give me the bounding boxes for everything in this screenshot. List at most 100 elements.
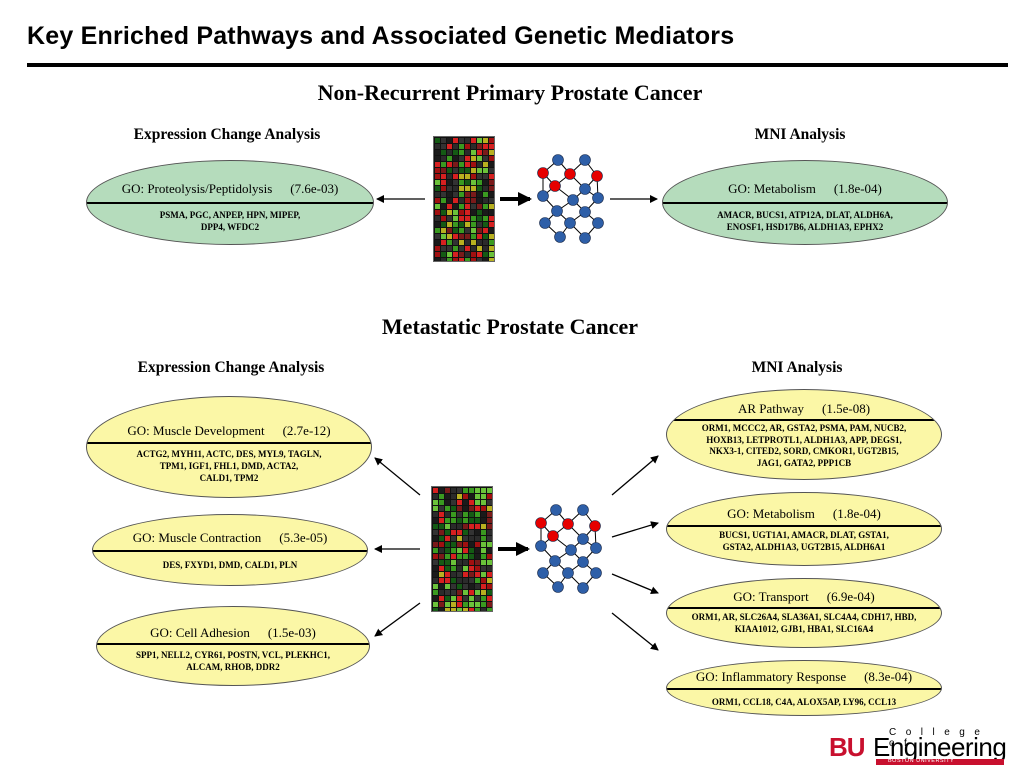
heatmap-cell (453, 192, 458, 197)
gene-line: HOXB13, LETPROTL1, ALDH1A3, APP, DEGS1, (706, 434, 902, 445)
network-edge (542, 159, 559, 174)
heatmap-cell (483, 180, 488, 185)
gene-line: TPM1, IGF1, FHL1, DMD, ACTA2, (159, 461, 299, 471)
heatmap-cell (447, 180, 452, 185)
heatmap-cell (489, 234, 494, 239)
heatmap-cell (487, 494, 492, 499)
heatmap-cell (463, 500, 468, 505)
heatmap-cell (447, 144, 452, 149)
heatmap-cell (445, 566, 450, 571)
heatmap-cell (475, 488, 480, 493)
heatmap-cell (439, 536, 444, 541)
gene-line: ALCAM, RHOB, DDR2 (186, 662, 280, 672)
heatmap-cell (459, 258, 464, 261)
heatmap-cell (453, 180, 458, 185)
heatmap-cell (457, 572, 462, 577)
heatmap-cell (483, 144, 488, 149)
heatmap-cell (489, 222, 494, 227)
bu-engineering-logo: College of BU Engineering BOSTON UNIVERS… (829, 727, 1019, 766)
network-node (590, 542, 602, 554)
heatmap-cell (433, 566, 438, 571)
heatmap-cell (441, 240, 446, 245)
heatmap-cell (481, 572, 486, 577)
heatmap-cell (475, 560, 480, 565)
heatmap-cell (465, 174, 470, 179)
heatmap-cell (469, 602, 474, 607)
slide-title: Key Enriched Pathways and Associated Gen… (27, 22, 735, 50)
heatmap-cell (489, 210, 494, 215)
heatmap-cell (441, 186, 446, 191)
heatmap-cell (457, 584, 462, 589)
network-edge (584, 211, 599, 224)
network-edge (567, 523, 584, 540)
heatmap-cell (483, 198, 488, 203)
heatmap-cell (463, 584, 468, 589)
heatmap-cell (453, 198, 458, 203)
nonrecurrent-section-title: Non-Recurrent Primary Prostate Cancer (317, 80, 703, 105)
gene-list: ORM1, CCL18, C4A, ALOX5AP, LY96, CCL13 (683, 696, 924, 708)
heatmap-cell (451, 512, 456, 517)
heatmap-cell (445, 518, 450, 523)
heatmap-cell (435, 150, 440, 155)
heatmap-cell (481, 488, 486, 493)
heatmap-cell (469, 512, 474, 517)
heatmap-cell (447, 210, 452, 215)
heatmap-cell (435, 246, 440, 251)
heatmap-cell (463, 578, 468, 583)
heatmap-cell (489, 138, 494, 143)
heatmap-cell (475, 566, 480, 571)
nonrecurrent-expression-label: Expression Change Analysis (133, 126, 321, 143)
network-node (551, 205, 563, 217)
network-edge (582, 509, 596, 527)
network-edge (540, 509, 557, 524)
heatmap-cell (447, 246, 452, 251)
heatmap-cell (445, 590, 450, 595)
heatmap-cell (435, 210, 440, 215)
heatmap-cell (469, 536, 474, 541)
heatmap-cell (453, 144, 458, 149)
heatmap-cell (435, 138, 440, 143)
go-ellipse-transport: GO: Transport(6.9e-04) ORM1, AR, SLC26A4… (666, 578, 942, 648)
heatmap-cell (469, 572, 474, 577)
heatmap-cell (457, 506, 462, 511)
heatmap-cell (439, 554, 444, 559)
heatmap-cell (489, 240, 494, 245)
heatmap-cell (481, 530, 486, 535)
heatmap-cell (433, 494, 438, 499)
heatmap-cell (487, 596, 492, 601)
heatmap-cell (453, 228, 458, 233)
heatmap-cell (465, 186, 470, 191)
go-term-pvalue: (7.6e-03) (290, 181, 339, 196)
heatmap-cell (483, 246, 488, 251)
go-term-pvalue: (8.3e-04) (864, 669, 913, 684)
heatmap-cell (435, 216, 440, 221)
heatmap-cell (451, 536, 456, 541)
heatmap-cell (445, 608, 450, 611)
heatmap-cell (469, 578, 474, 583)
heatmap-cell (433, 584, 438, 589)
heatmap-cell (487, 554, 492, 559)
heatmap-cell (477, 198, 482, 203)
heatmap-cell (459, 234, 464, 239)
heatmap-cell (471, 168, 476, 173)
heatmap-cell (433, 500, 438, 505)
heatmap-cell (459, 168, 464, 173)
go-term-name: GO: Proteolysis/Peptidolysis (121, 181, 273, 196)
heatmap-cell (475, 608, 480, 611)
ellipse-divider (667, 419, 941, 421)
network-edge (557, 159, 571, 175)
heatmap-cell (433, 506, 438, 511)
network-edge (582, 547, 597, 563)
heatmap-cell (451, 524, 456, 529)
heatmap-cell (475, 596, 480, 601)
heatmap-cell (469, 494, 474, 499)
go-term-heading: GO: Transport(6.9e-04) (667, 589, 941, 605)
heatmap-cell (441, 204, 446, 209)
network-node-highlighted (537, 167, 549, 179)
gene-line: GSTA2, ALDH1A3, UGT2B15, ALDH6A1 (722, 542, 886, 552)
heatmap-cell (447, 138, 452, 143)
heatmap-cell (475, 530, 480, 535)
heatmap-cell (433, 572, 438, 577)
heatmap-cell (439, 608, 444, 611)
network-edge (569, 159, 586, 175)
